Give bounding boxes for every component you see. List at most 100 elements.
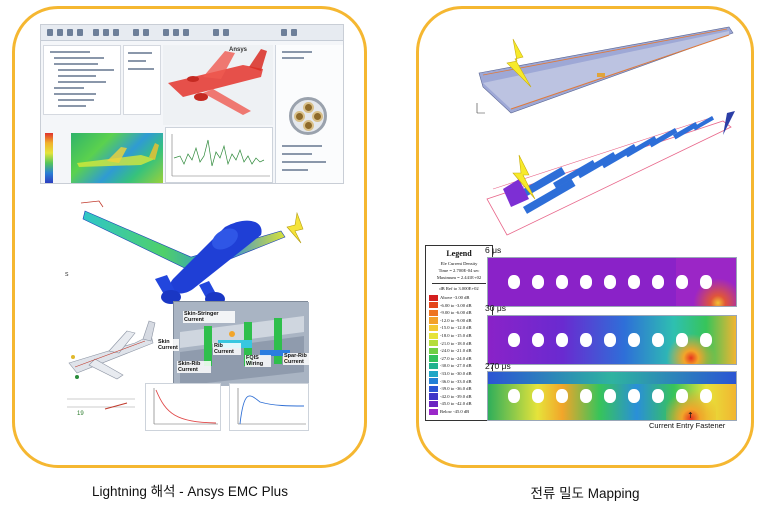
toolbar-icon <box>93 29 99 36</box>
legend-row: -12.0 to -9.00 dB <box>429 317 491 324</box>
fastener-hole <box>508 389 520 403</box>
toolbar-icon <box>173 29 179 36</box>
legend-swatch <box>429 408 438 415</box>
caption-current-density-mapping: 전류 밀도 Mapping <box>530 486 640 501</box>
current-density-panel: Legend Ele Current Density Time = 2.700E… <box>416 6 754 468</box>
legend-swatch <box>429 370 438 377</box>
legend-label: -45.0 to -42.0 dB <box>440 401 472 407</box>
legend-row: -27.0 to -24.0 dB <box>429 355 491 362</box>
legend-row: -30.0 to -27.0 dB <box>429 362 491 370</box>
model-tree <box>43 45 121 115</box>
legend-title: Legend <box>446 249 472 258</box>
wing-strike-render <box>471 17 741 117</box>
current-entry-fastener-label: Current Entry Fastener <box>649 421 726 430</box>
current-rise-plot <box>229 383 309 431</box>
fastener-hole <box>700 389 712 403</box>
signal-graph <box>165 127 273 183</box>
legend-row: Above -3.00 dB <box>429 294 491 301</box>
toolbar-icon <box>281 29 287 36</box>
time-label: 30 μs <box>485 303 506 313</box>
toolbar <box>41 25 343 41</box>
legend-label: -6.00 to -3.00 dB <box>440 302 472 308</box>
legend-row: -6.00 to -3.00 dB <box>429 302 491 309</box>
fastener-hole <box>580 275 592 289</box>
fastener-hole <box>580 389 592 403</box>
callout-skin-stringer-current: Skin-Stringer Current <box>183 311 235 323</box>
legend-label: -18.0 to -15.0 dB <box>440 333 472 338</box>
wire-icon <box>294 111 305 122</box>
legend-label: -33.0 to -30.0 dB <box>440 371 472 376</box>
fastener-hole <box>556 275 568 289</box>
legend-label: -39.0 to -36.0 dB <box>440 386 472 392</box>
legend-row: -39.0 to -36.0 dB <box>429 385 491 393</box>
legend-time: Time = 2.700E-04 sec <box>438 268 480 273</box>
toolbar-icon <box>133 29 139 36</box>
software-window: Ansys <box>40 24 344 184</box>
legend-row: -18.0 to -15.0 dB <box>429 332 491 339</box>
fastener-hole <box>676 275 688 289</box>
aircraft-current-distribution-render <box>75 199 315 311</box>
legend-label: -21.0 to -18.0 dB <box>440 340 472 346</box>
aircraft-wireframe <box>65 317 165 387</box>
fastener-hole <box>532 333 544 347</box>
toolbar-icon <box>77 29 83 36</box>
legend-swatch <box>429 385 438 393</box>
legend-row: -24.0 to -21.0 dB <box>429 347 491 355</box>
toolbar-icon <box>223 29 229 36</box>
legend-swatch <box>429 400 438 408</box>
wire-icon <box>303 102 314 113</box>
current-decay-plot <box>145 383 221 431</box>
legend-label: -12.0 to -9.00 dB <box>440 317 472 323</box>
fastener-hole <box>652 275 664 289</box>
plot-axis-value: 19 <box>77 411 84 417</box>
legend-swatch <box>429 317 438 324</box>
legend-swatch <box>429 355 438 362</box>
aircraft-field-heatmap <box>71 133 163 183</box>
fastener-hole <box>700 333 712 347</box>
legend-label: -42.0 to -39.0 dB <box>440 393 472 399</box>
current-density-plate-6us <box>487 257 737 307</box>
toolbar-icon <box>47 29 53 36</box>
legend-row: -42.0 to -39.0 dB <box>429 393 491 400</box>
toolbar-icon <box>183 29 189 36</box>
ansys-logo: Ansys <box>229 47 248 53</box>
legend-row: Below -45.0 dB <box>429 408 491 415</box>
legend-swatch <box>429 309 438 317</box>
legend-swatch <box>429 332 438 339</box>
legend-label: -24.0 to -21.0 dB <box>440 348 472 354</box>
legend-row: -15.0 to -12.0 dB <box>429 324 491 332</box>
geometry-sketch <box>65 383 141 429</box>
legend-label: Below -45.0 dB <box>440 409 470 414</box>
callout-skin-current: Skin Current <box>157 339 179 351</box>
legend-swatch <box>429 393 438 400</box>
current-density-legend: Legend Ele Current Density Time = 2.700E… <box>425 245 493 421</box>
legend-label: Above -3.00 dB <box>440 295 470 300</box>
legend-swatch <box>429 302 438 309</box>
fastener-hole <box>652 333 664 347</box>
cable-cross-section <box>289 97 327 135</box>
fastener-hole <box>628 333 640 347</box>
fastener-hole <box>532 389 544 403</box>
legend-swatch <box>429 294 438 301</box>
fastener-hole <box>700 275 712 289</box>
legend-row: -9.00 to -6.00 dB <box>429 309 491 317</box>
legend-swatch <box>429 378 438 385</box>
legend-label: -36.0 to -33.0 dB <box>440 378 472 384</box>
toolbar-icon <box>143 29 149 36</box>
legend-row: -45.0 to -42.0 dB <box>429 400 491 408</box>
toolbar-icon <box>57 29 63 36</box>
callout-spar-rib-current: Spar-Rib Current <box>283 353 313 365</box>
toolbar-icon <box>163 29 169 36</box>
cropped-text-fragment: s <box>65 271 69 278</box>
fastener-hole <box>676 333 688 347</box>
fastener-hole <box>604 333 616 347</box>
toolbar-icon <box>291 29 297 36</box>
callout-fqis-wiring: FQIS Wiring <box>245 355 271 367</box>
fastener-hole <box>628 389 640 403</box>
fastener-hole <box>652 389 664 403</box>
fastener-hole <box>532 275 544 289</box>
legend-row: -36.0 to -33.0 dB <box>429 378 491 385</box>
legend-reference: dB Ref to 3.000E+02 <box>439 286 479 291</box>
toolbar-icon <box>67 29 73 36</box>
time-label: 6 μs <box>485 245 502 255</box>
